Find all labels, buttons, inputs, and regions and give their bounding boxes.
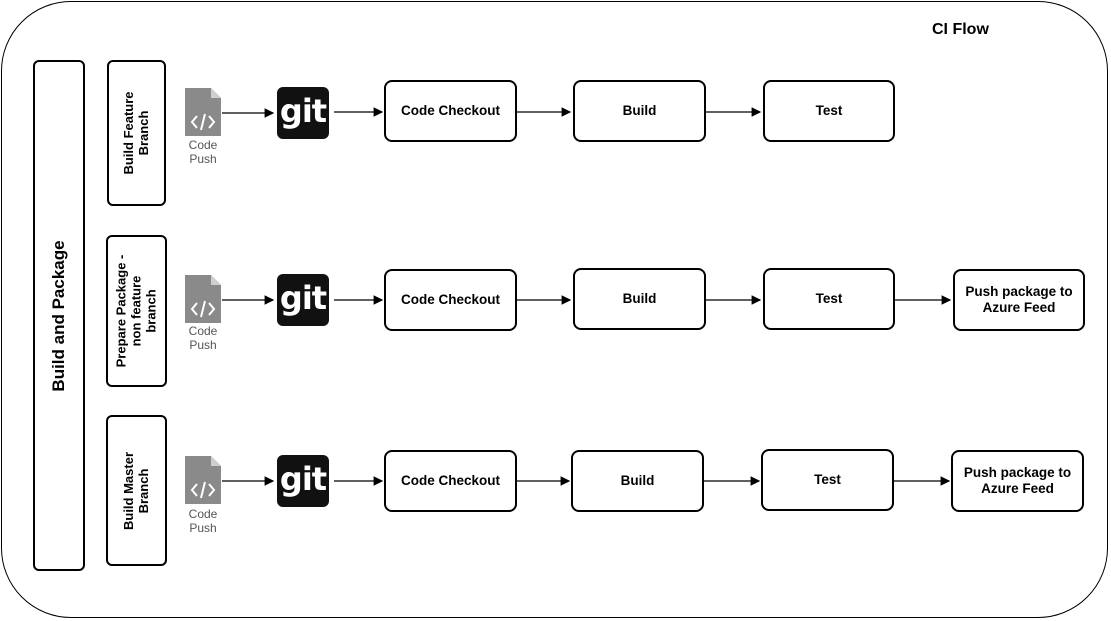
step-code-checkout: Code Checkout xyxy=(384,450,517,512)
caption-line: Code xyxy=(188,507,218,521)
git-logo-icon: git xyxy=(277,455,329,507)
caption-line: Push xyxy=(189,338,217,353)
row-label-box: Prepare Package - non feature branch xyxy=(106,235,167,387)
step-label-line: Azure Feed xyxy=(982,300,1056,315)
row-label-line: Prepare Package - xyxy=(113,254,129,368)
row-label: Build Feature Branch xyxy=(120,91,152,175)
code-file-icon xyxy=(185,88,221,136)
row-label-line: non feature xyxy=(128,275,144,347)
step-push-package: Push package to Azure Feed xyxy=(951,450,1084,512)
row-label: Prepare Package - non feature branch xyxy=(113,254,159,368)
step-build: Build xyxy=(573,268,706,330)
row-label-line: Build Feature xyxy=(120,91,136,175)
row-label-line: Branch xyxy=(135,110,151,156)
git-logo-text: git xyxy=(279,279,327,317)
step-code-checkout: Code Checkout xyxy=(384,80,517,142)
step-label-line: Push package to xyxy=(963,464,1072,480)
step-label: Build xyxy=(622,290,657,306)
trigger-caption: Code Push xyxy=(173,138,233,167)
git-logo-icon: git xyxy=(277,87,329,139)
step-label-line: Azure Feed xyxy=(981,481,1054,496)
diagram-title: CI Flow xyxy=(932,21,989,38)
step-label: Test xyxy=(814,471,841,487)
trigger-caption: Code Push xyxy=(173,324,233,353)
git-logo-icon: git xyxy=(277,274,329,326)
step-build: Build xyxy=(571,450,704,512)
row-label-box: Build Feature Branch xyxy=(107,60,166,206)
caption-line: Push xyxy=(189,521,217,536)
step-code-checkout: Code Checkout xyxy=(384,269,517,331)
git-logo-text: git xyxy=(279,92,327,130)
step-label: Build xyxy=(622,102,657,118)
step-label: Code Checkout xyxy=(400,472,500,488)
step-test: Test xyxy=(763,268,895,330)
step-label-line: Push package to xyxy=(965,283,1073,299)
section-label-box: Build and Package xyxy=(33,60,85,571)
row-label-line: Branch xyxy=(135,468,151,513)
step-build: Build xyxy=(573,80,706,142)
step-label: Build xyxy=(620,472,655,488)
step-test: Test xyxy=(761,449,894,511)
step-label: Code Checkout xyxy=(400,102,500,118)
step-label: Code Checkout xyxy=(400,291,500,307)
caption-line: Push xyxy=(189,152,217,167)
caption-line: Code xyxy=(188,138,218,152)
trigger-caption: Code Push xyxy=(173,507,233,536)
row-label-line: Build Master xyxy=(120,451,136,530)
row-label: Build Master Branch xyxy=(120,451,152,530)
caption-line: Code xyxy=(188,324,218,338)
step-label: Test xyxy=(815,102,843,118)
step-push-package: Push package to Azure Feed xyxy=(953,269,1085,331)
git-logo-text: git xyxy=(279,460,327,498)
code-file-icon xyxy=(185,456,221,504)
row-label-line: branch xyxy=(142,289,158,333)
step-label: Test xyxy=(815,290,843,306)
code-file-icon xyxy=(185,275,221,323)
step-test: Test xyxy=(763,80,895,142)
row-label-box: Build Master Branch xyxy=(106,415,167,566)
